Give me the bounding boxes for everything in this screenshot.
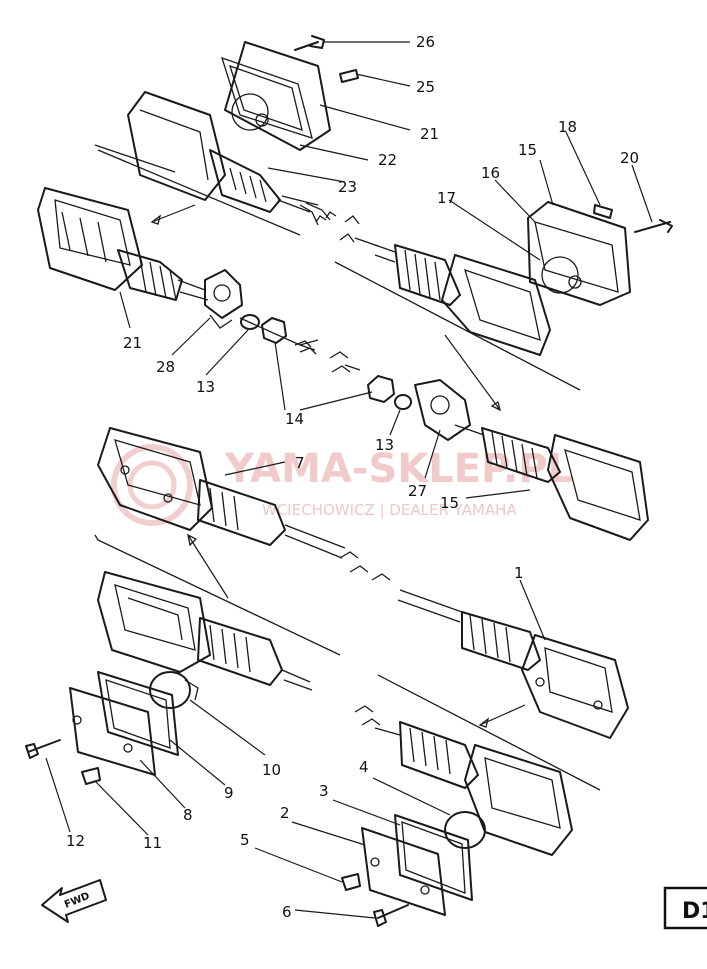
watermark: YAMA-SKLEP.PL WCIECHOWICZ | DEALER YAMAH… — [111, 444, 573, 526]
part-7-wires — [339, 551, 391, 581]
callout-8: 8 — [183, 806, 193, 824]
arrow-mid-left — [187, 534, 229, 599]
part-22-23-housing — [220, 41, 331, 151]
arrow-head — [187, 533, 198, 547]
callout-11: 11 — [143, 834, 162, 852]
callout-24: 23 — [338, 178, 357, 196]
part-18-wires — [339, 215, 379, 247]
callout-16: 15 — [518, 141, 537, 159]
part-7-lens — [97, 427, 346, 559]
callout-13-upper: 13 — [196, 378, 215, 396]
part-5-screw — [341, 873, 361, 891]
part-14-nut-lower — [367, 375, 395, 403]
arrow-head — [490, 400, 501, 412]
bracket-line-mid — [94, 534, 341, 656]
bracket-line-lower — [377, 674, 601, 791]
callout-5: 5 — [240, 831, 250, 849]
part-3-gasket — [394, 814, 473, 901]
part-13-washer-lower — [394, 394, 412, 410]
part-15-lens — [454, 424, 649, 541]
part-25-screw — [339, 69, 359, 83]
part-11-screw — [81, 767, 101, 785]
callout-6: 6 — [282, 903, 292, 921]
callout-13-lower: 13 — [375, 436, 394, 454]
callout-27: 27 — [408, 482, 427, 500]
part-27-bracket — [414, 379, 471, 441]
callout-12: 12 — [66, 832, 85, 850]
part-24-wires — [299, 202, 337, 226]
callout-2: 2 — [280, 804, 290, 822]
callout-25: 25 — [416, 78, 435, 96]
callout-14: 14 — [285, 410, 304, 428]
callout-4: 4 — [359, 758, 369, 776]
part-2-lens-cover — [361, 827, 446, 916]
part-10-housing — [97, 571, 313, 691]
part-10-bulb — [149, 671, 199, 709]
section-code: D1 — [682, 899, 707, 924]
callout-26: 26 — [416, 33, 435, 51]
arrow-head — [478, 717, 490, 728]
part-6-screw — [373, 904, 409, 927]
callout-1: 1 — [514, 564, 524, 582]
part-18-lens — [374, 244, 551, 356]
part-24-lens — [127, 91, 319, 213]
callout-18: 17 — [437, 189, 456, 207]
part-20-screw — [634, 219, 673, 233]
part-4-lens — [399, 721, 573, 856]
callout-17: 16 — [481, 164, 500, 182]
arrow-right — [444, 334, 501, 411]
bracket-line-right — [334, 261, 581, 391]
part-3-bulb — [444, 811, 486, 849]
watermark-text: YAMA-SKLEP.PL — [224, 446, 573, 492]
part-16-17-housing — [527, 201, 631, 306]
arrow-head — [150, 214, 162, 225]
part-21-lens — [37, 187, 209, 301]
arrow-top-left — [151, 204, 196, 223]
section-code-box: D1 — [663, 886, 707, 930]
part-13-washer-upper — [240, 314, 260, 330]
callout-20: 20 — [620, 149, 639, 167]
watermark-subtext: WCIECHOWICZ | DEALER YAMAHA — [262, 501, 517, 519]
part-12-screw — [25, 739, 61, 759]
callout-22: 21 — [420, 125, 439, 143]
part-8-lens-cover — [69, 687, 156, 776]
callout-28: 28 — [156, 358, 175, 376]
callout-23: 22 — [378, 151, 397, 169]
callout-leaders — [45, 41, 653, 919]
bracket-line-top — [94, 144, 301, 236]
callout-21: 21 — [123, 334, 142, 352]
callout-15: 15 — [440, 494, 459, 512]
callout-labels: 26 25 21 22 23 18 15 16 17 20 21 28 13 1… — [66, 33, 639, 921]
part-14-nut-upper — [239, 317, 319, 351]
callout-3: 3 — [319, 782, 329, 800]
part-14-wires — [294, 340, 361, 373]
part-9-gasket — [97, 671, 179, 756]
callout-7: 7 — [295, 454, 305, 472]
fwd-arrow-icon: FWD — [41, 879, 107, 923]
callout-19: 18 — [558, 118, 577, 136]
callout-10: 10 — [262, 761, 281, 779]
part-1-lens — [397, 589, 629, 739]
part-28-bracket — [204, 269, 243, 329]
callout-9: 9 — [224, 784, 234, 802]
part-19-screw — [593, 204, 613, 219]
part-4-wires — [354, 705, 401, 736]
part-26-screw — [294, 35, 325, 51]
